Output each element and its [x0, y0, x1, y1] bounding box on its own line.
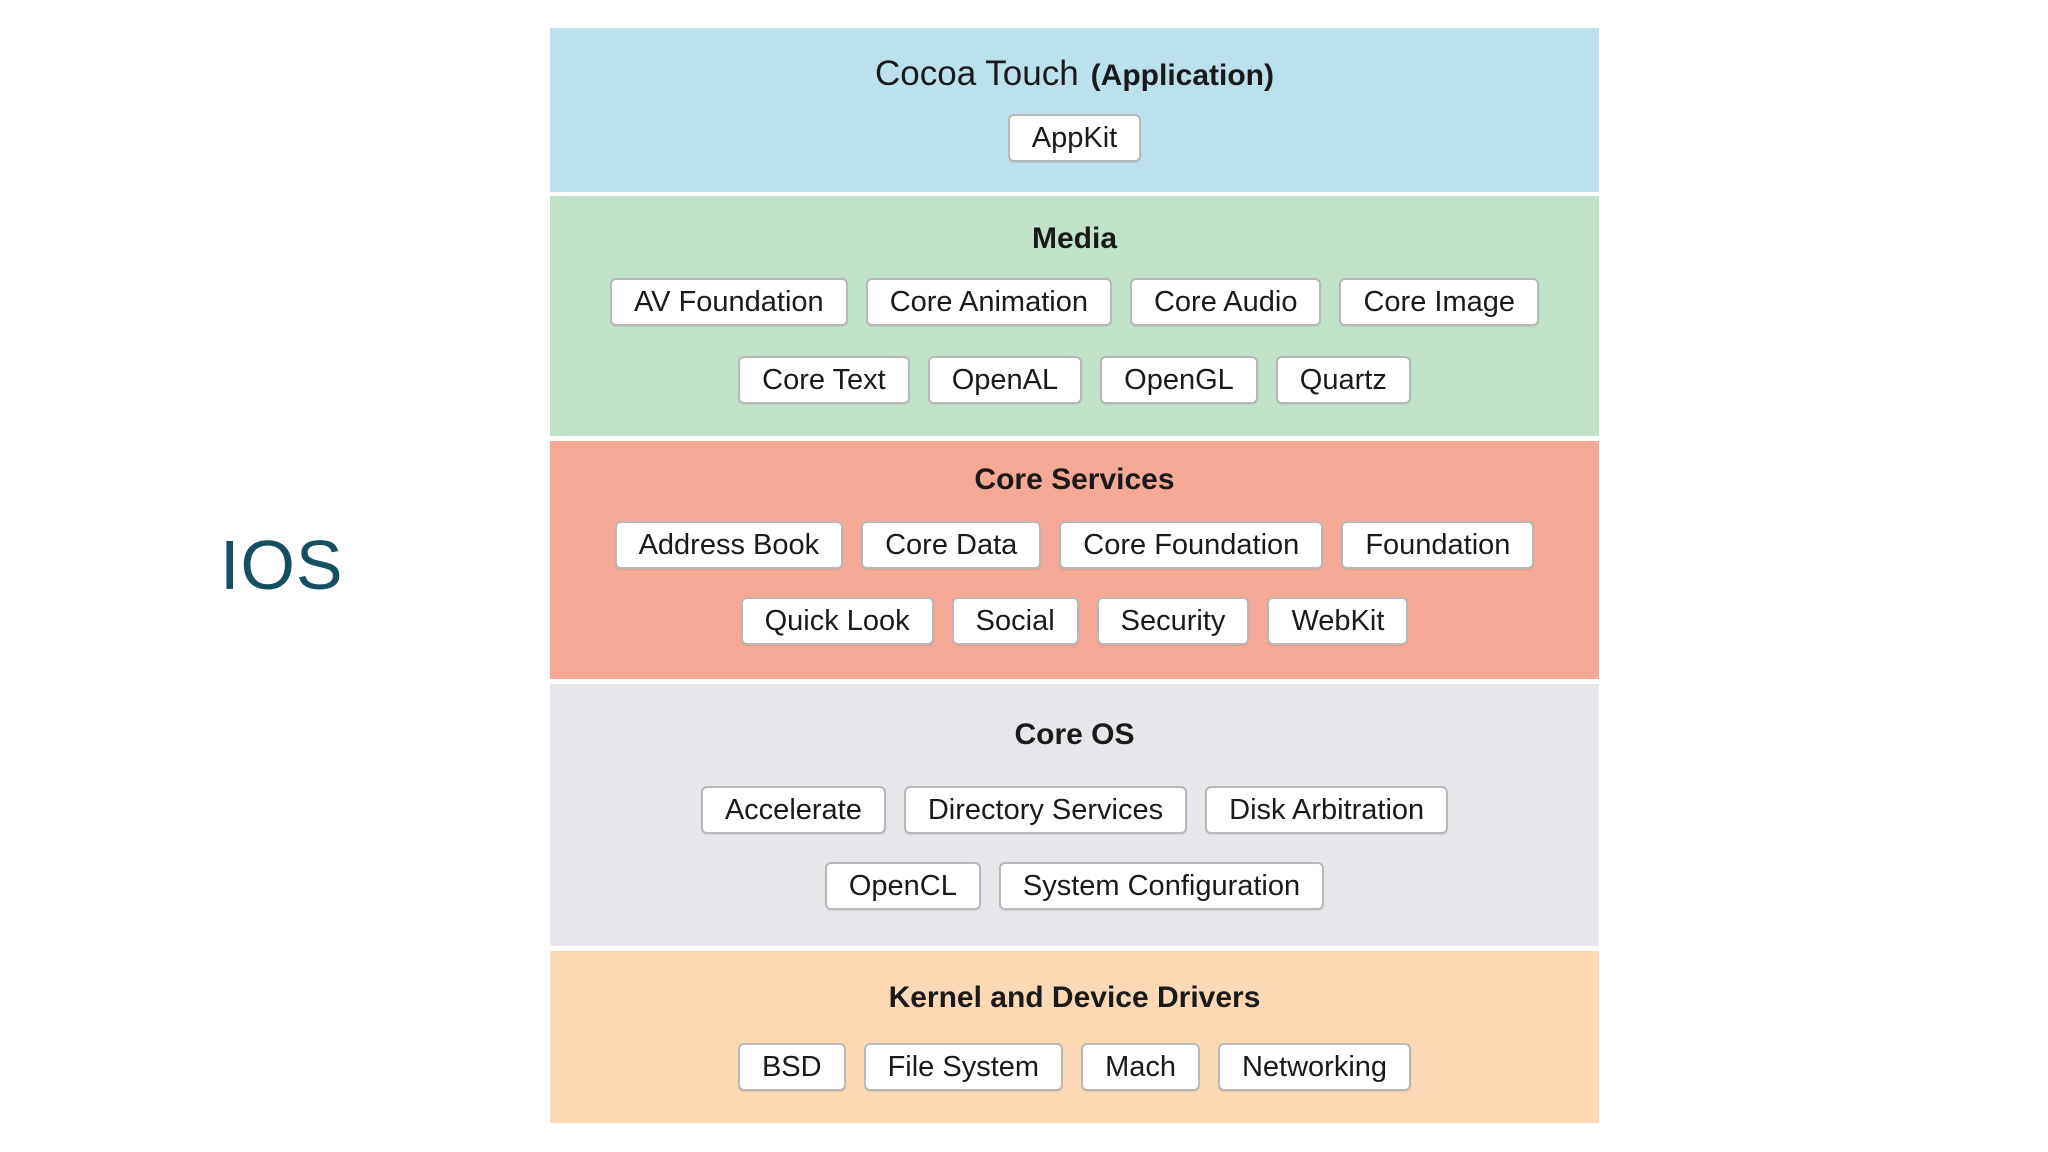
slide-title: IOS [220, 526, 344, 604]
component-row: Address Book Core Data Core Foundation Foun… [550, 521, 1599, 569]
component-box: Accelerate [700, 786, 886, 834]
component-box: File System [863, 1043, 1064, 1091]
component-box: WebKit [1267, 597, 1409, 645]
component-box: Disk Arbitration [1205, 786, 1449, 834]
component-row: OpenCL System Configuration [550, 862, 1599, 910]
component-box: BSD [737, 1043, 846, 1091]
component-row: AV Foundation Core Animation Core Audio Cor… [550, 278, 1599, 326]
layer-core-os: Core OS Accelerate Directory Services Disk… [550, 684, 1599, 946]
component-box: Core Data [861, 521, 1042, 569]
component-box: Address Book [614, 521, 844, 569]
component-box: AV Foundation [609, 278, 848, 326]
layer-title: Kernel and Device Drivers [888, 981, 1261, 1014]
layer-title-sub: (Application) [1090, 59, 1274, 92]
component-box: OpenAL [927, 356, 1083, 404]
component-box: Core Animation [865, 278, 1112, 326]
component-box: System Configuration [998, 862, 1325, 910]
layer-title: Core OS [1014, 718, 1135, 751]
layer-core-services: Core Services Address Book Core Data Core … [550, 441, 1599, 679]
component-box: AppKit [1007, 114, 1142, 162]
component-box: Core Audio [1129, 278, 1322, 326]
component-box: OpenCL [824, 862, 981, 910]
component-box: Core Foundation [1059, 521, 1324, 569]
component-box: Directory Services [903, 786, 1188, 834]
component-box: Core Image [1339, 278, 1539, 326]
layer-title: Core Services [974, 463, 1175, 496]
component-row: AppKit [550, 114, 1599, 162]
component-row: BSD File System Mach Networking [550, 1043, 1599, 1091]
component-row: Core Text OpenAL OpenGL Quartz [550, 356, 1599, 404]
component-box: OpenGL [1100, 356, 1258, 404]
component-box: Networking [1217, 1043, 1412, 1091]
component-row: Accelerate Directory Services Disk Arbitra… [550, 786, 1599, 834]
layer-kernel-and-device-drivers: Kernel and Device Drivers BSD File System… [550, 951, 1599, 1123]
component-box: Security [1096, 597, 1250, 645]
layer-title: Cocoa Touch (Application) [550, 56, 1599, 91]
layer-title: Media [1031, 222, 1118, 255]
component-box: Quartz [1275, 356, 1411, 404]
layer-media: Media AV Foundation Core Animation Core Au… [550, 196, 1599, 436]
layer-cocoa-touch: Cocoa Touch (Application) AppKit [550, 28, 1599, 192]
layer-title-main: Cocoa Touch [875, 54, 1079, 93]
component-box: Social [951, 597, 1079, 645]
component-row: Quick Look Social Security WebKit [550, 597, 1599, 645]
component-box: Quick Look [740, 597, 934, 645]
component-box: Mach [1081, 1043, 1200, 1091]
component-box: Foundation [1341, 521, 1535, 569]
component-box: Core Text [738, 356, 910, 404]
